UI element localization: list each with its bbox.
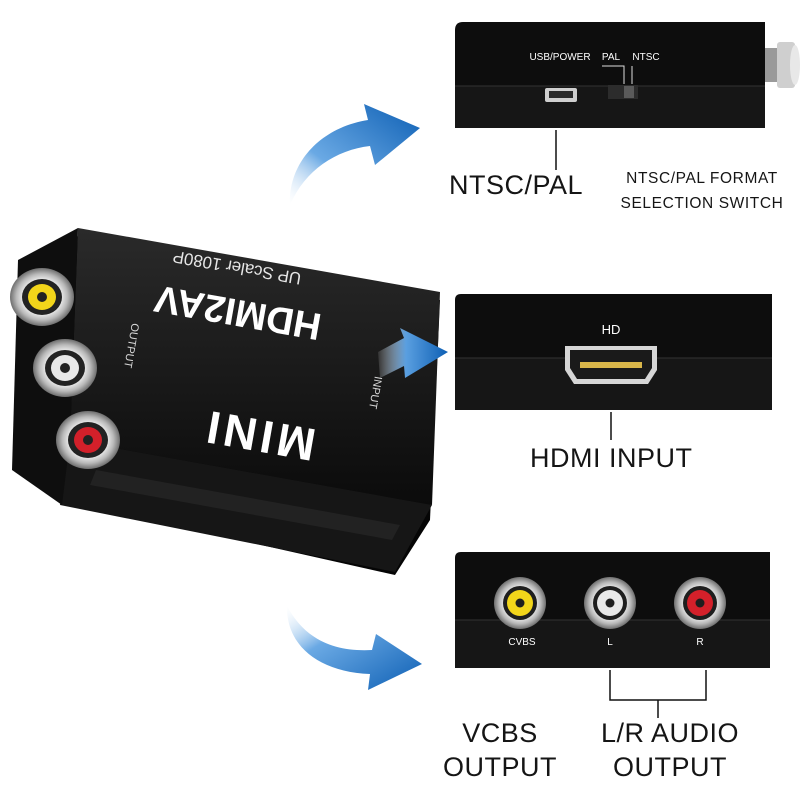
top-panel: USB/POWER PAL NTSC [455,22,800,170]
usb-port-icon [545,88,577,102]
vcbs-output-caption: VCBS OUTPUT [430,716,570,784]
main-device: UP Scaler 1080P HDMI2AV MINI OUTPUT INPU… [10,228,440,575]
middle-panel: HD [455,294,772,440]
hd-label: HD [602,322,621,337]
bottom-panel: CVBS L R [455,552,770,718]
lr-caption-line1: L/R AUDIO [600,718,740,748]
vcbs-caption-line1: VCBS [462,718,538,748]
hdmi-input-caption: HDMI INPUT [530,443,693,473]
rca-jack-icon [56,411,120,469]
format-switch-caption: NTSC/PAL FORMAT SELECTION SWITCH [612,166,792,216]
format-switch-caption-line1: NTSC/PAL FORMAT [626,170,778,187]
r-label: R [696,637,703,648]
rca-jack-icon [674,577,726,629]
lr-audio-caption: L/R AUDIO OUTPUT [590,716,750,784]
rca-jack-icon [584,577,636,629]
vcbs-caption-line2: OUTPUT [443,752,557,782]
device-side-input: INPUT [366,375,384,410]
pal-label: PAL [602,52,621,63]
rca-jack-icon [10,268,74,326]
rca-jack-icon [33,339,97,397]
hdmi-port-icon [565,346,657,384]
curved-arrow-icon [289,104,420,205]
lr-caption-line2: OUTPUT [613,752,727,782]
curved-arrow-icon [378,328,448,378]
cvbs-label: CVBS [508,637,536,648]
rca-jack-icon [494,577,546,629]
ntsc-pal-caption: NTSC/PAL [449,170,584,200]
format-switch-caption-line2: SELECTION SWITCH [620,195,784,212]
l-label: L [607,637,613,648]
ntsc-label: NTSC [632,52,659,63]
usb-power-label: USB/POWER [529,52,590,63]
curved-arrow-icon [286,606,422,690]
